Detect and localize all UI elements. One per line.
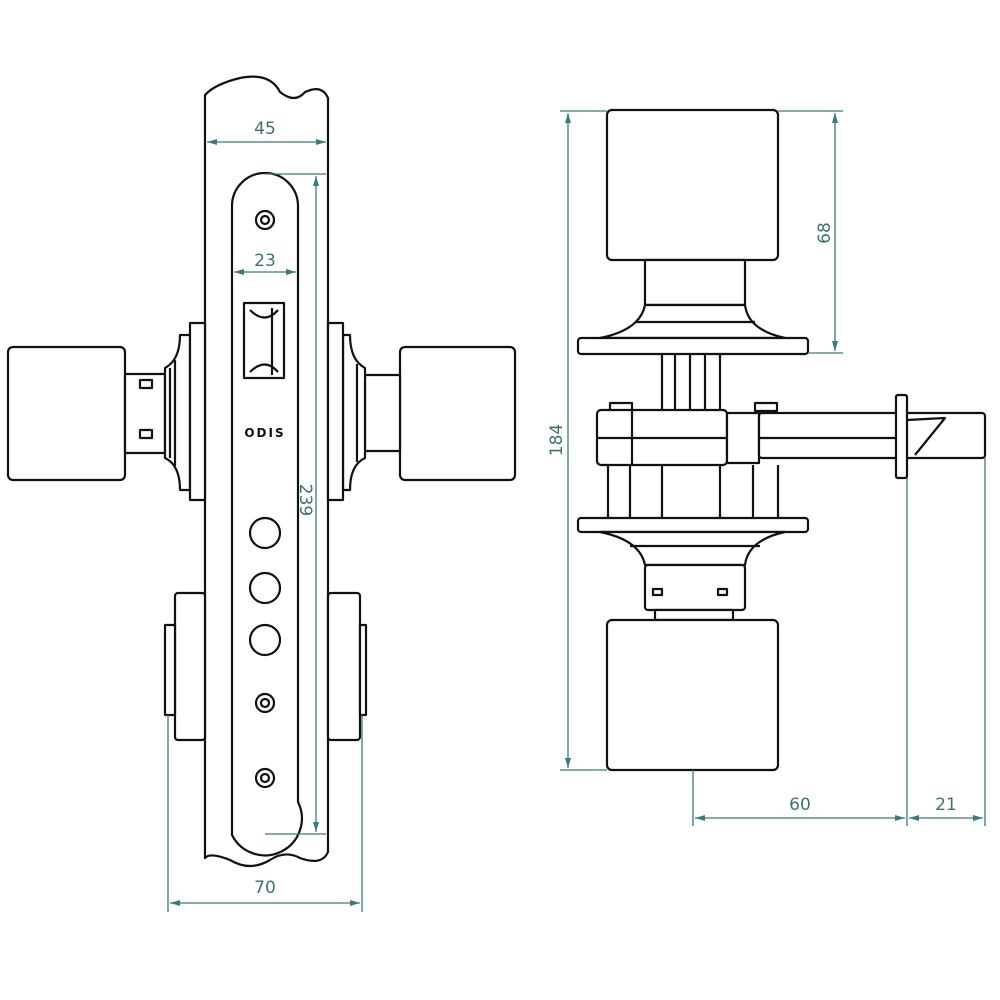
dim-faceplate-width: 23 [254,251,276,271]
top-knob [605,108,780,262]
bottom-rose [598,530,787,567]
bottom-knob-neck [643,563,747,612]
latch-bevel [906,416,947,456]
bottom-rose-plate [576,516,810,534]
front-view: ODIS 45 23 239 70 [6,75,517,912]
screw-icon [254,767,276,789]
brand-mark: ODIS [244,426,285,440]
left-neck-slot [138,378,154,390]
right-lower-insert [358,623,368,717]
latch-coupler [725,411,761,465]
left-lower-insert [163,623,177,717]
dim-backset: 60 [789,795,811,815]
top-rose-plate [576,336,810,356]
latch-flange [894,393,909,480]
top-knob-neck [643,258,747,307]
left-knob [6,345,127,482]
latch-bolt [757,411,987,460]
right-lower-block [326,591,362,742]
screw-icon [254,209,276,231]
left-neck-slot [138,428,154,440]
faceplate [230,171,303,857]
bottom-knob [605,618,780,772]
spindles [606,355,780,518]
cylinder-hole [248,623,282,657]
right-knob-neck [363,373,402,453]
left-rose-plate [188,321,207,502]
cylinder-hole [248,571,282,605]
dim-knob-height: 68 [815,222,835,244]
latch-tab [753,401,779,413]
dim-door-thickness: 45 [254,119,276,139]
dim-latch-projection: 21 [935,795,957,815]
dim-faceplate-length: 239 [295,484,315,516]
left-lower-block [173,591,207,742]
latch-slot [242,301,286,380]
left-knob-neck [123,372,167,455]
door-section [203,75,330,868]
right-knob [398,345,517,482]
neck-ring [653,608,735,622]
dim-overall-height: 184 [547,424,567,456]
right-rose-plate [326,321,345,502]
side-view: 184 68 60 21 [547,108,987,826]
left-rose [163,333,192,492]
dim-overall-depth: 70 [254,878,276,898]
right-rose [341,333,367,492]
screw-icon [254,692,276,714]
cylinder-hole [248,516,282,550]
